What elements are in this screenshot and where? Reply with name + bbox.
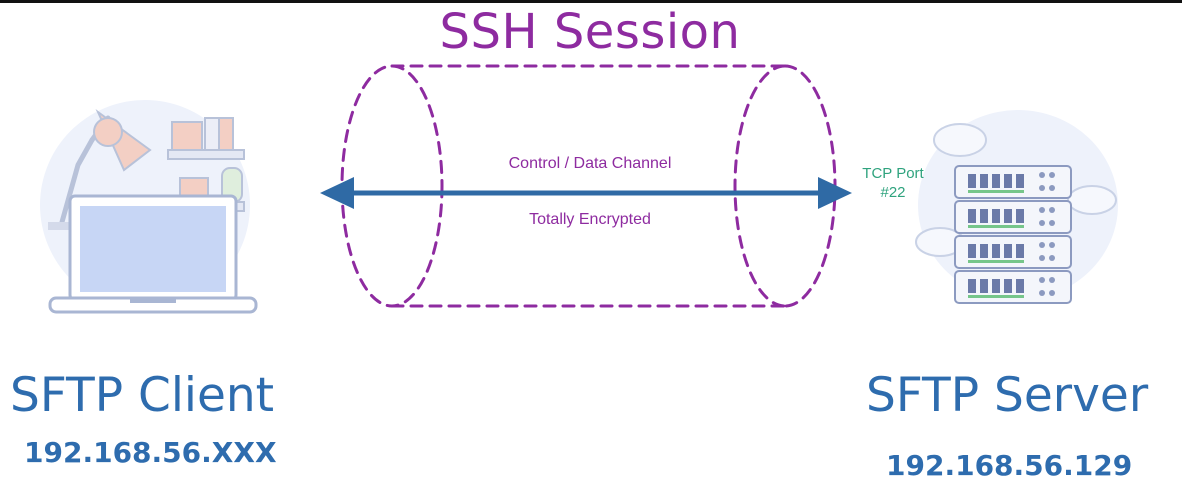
client-ip: 192.168.56.XXX	[24, 436, 277, 469]
server-illustration	[915, 110, 1118, 304]
server-ip: 192.168.56.129	[886, 449, 1133, 482]
top-border	[0, 0, 1182, 3]
tcp-port-line1: TCP Port	[862, 165, 924, 182]
encryption-label: Totally Encrypted	[529, 211, 651, 228]
ssh-tunnel	[340, 64, 837, 308]
tcp-port-line2: #22	[880, 184, 906, 201]
diagram-title: SSH Session	[439, 4, 741, 60]
client-name: SFTP Client	[10, 368, 275, 423]
channel-label: Control / Data Channel	[508, 155, 672, 172]
bidirectional-arrow	[320, 177, 852, 209]
server-name: SFTP Server	[866, 368, 1149, 423]
tcp-port-label: TCP Port #22	[838, 164, 948, 202]
client-illustration	[40, 100, 258, 314]
